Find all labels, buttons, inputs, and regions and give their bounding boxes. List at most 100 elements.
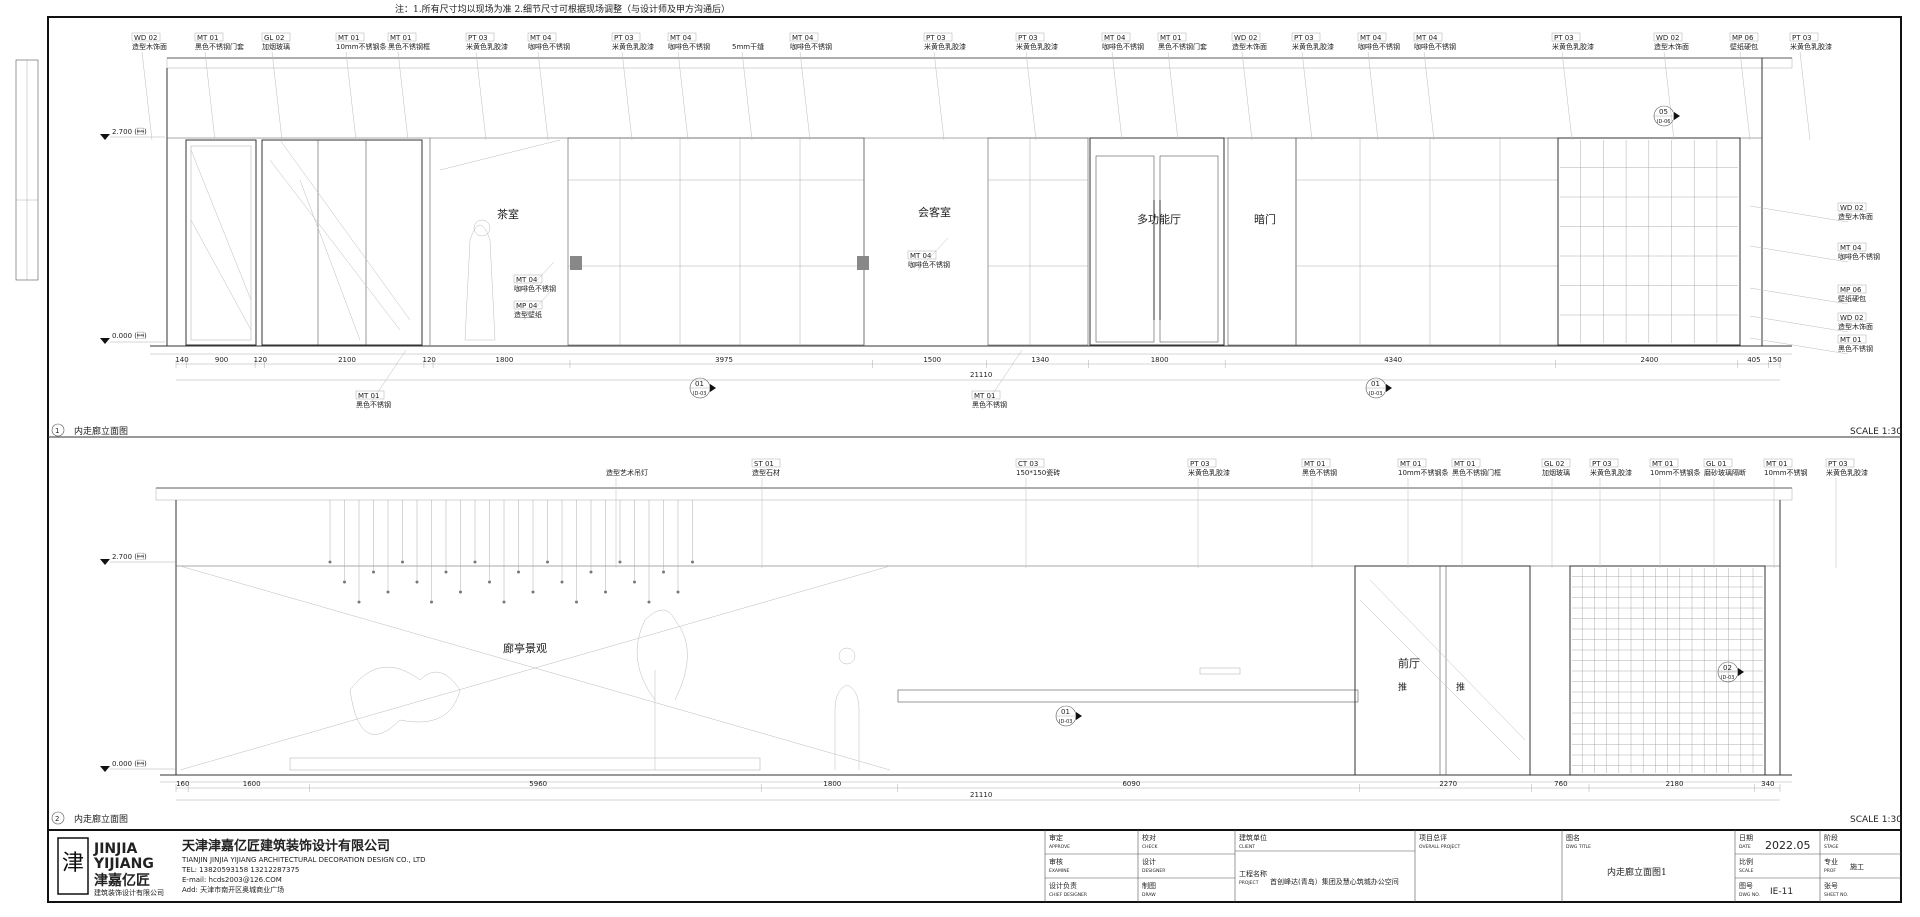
callout-e1-4-text: 黑色不锈钢框 (388, 42, 430, 51)
dim-e1-10: 4340 (1384, 356, 1402, 364)
svg-text:CLIENT: CLIENT (1239, 844, 1255, 850)
dim-e2-6: 760 (1554, 780, 1567, 788)
meeting-room-zone (857, 138, 869, 345)
company-logo: 津 JINJIA YIJIANG 津嘉亿匠 建筑装饰设计有限公司 (57, 837, 164, 897)
callout-e2-1-code: ST 01 (754, 460, 774, 468)
general-note: 注：1.所有尺寸均以现场为准 2.细节尺寸可根据现场调整（与设计师及甲方沟通后） (395, 3, 730, 15)
callout-e2-11-code: MT 01 (1766, 460, 1787, 468)
room-label-hidden-door: 暗门 (1254, 212, 1276, 226)
dim-e1-8: 1340 (1031, 356, 1049, 364)
callout-e1-19-text: 米黄色乳胶漆 (1552, 42, 1594, 51)
callout-e1-11-text: 米黄色乳胶漆 (924, 42, 966, 51)
callout-e1-9-text: 5mm干缝 (732, 42, 764, 51)
view-number: 1 (55, 427, 59, 435)
room-label-pavilion: 廊亭景观 (503, 641, 547, 655)
callout-e2-0: 造型艺术吊灯 (606, 468, 648, 568)
frosted-glass-partition (1569, 565, 1766, 776)
svg-text:PROF: PROF (1824, 868, 1836, 874)
svg-text:JINJIA: JINJIA (93, 841, 138, 857)
svg-text:DATE: DATE (1739, 844, 1751, 850)
svg-text:PROJECT: PROJECT (1239, 880, 1259, 886)
callout-side-0-text: 造型木饰面 (1838, 212, 1873, 221)
callout-e2-5-text: 10mm不锈钢条 (1398, 468, 1449, 477)
chief-label: 设计负责 (1049, 881, 1077, 890)
callout-e1-10-text: 咖啡色不锈钢 (790, 42, 832, 51)
date-value: 2022.05 (1765, 839, 1811, 852)
callout-e1-19-code: PT 03 (1554, 34, 1574, 42)
panel-wall-2 (987, 137, 1089, 346)
view-title: 内走廊立面图 (74, 425, 128, 437)
title-block: 津 JINJIA YIJIANG 津嘉亿匠 建筑装饰设计有限公司 天津津嘉亿匠建… (57, 830, 1901, 902)
dim-e1-2: 120 (254, 356, 267, 364)
callout-e2-0-text: 造型艺术吊灯 (606, 468, 648, 477)
date-label: 日期 (1739, 834, 1753, 842)
callout-e1-13-code: MT 04 (1104, 34, 1126, 42)
callout-e1-5-text: 米黄色乳胶漆 (466, 42, 508, 51)
front-hall-glass-door (1354, 565, 1531, 776)
callout-inner-0-code: MT 04 (516, 276, 538, 284)
dim-e2-7: 2180 (1666, 780, 1684, 788)
callout-e1-6-code: MT 04 (530, 34, 552, 42)
dim-e2-2: 5960 (529, 780, 547, 788)
callout-bottom-1-text: 黑色不锈钢 (972, 400, 1007, 409)
callout-e2-12-text: 米黄色乳胶漆 (1826, 468, 1868, 477)
svg-text:ID-03: ID-03 (1721, 675, 1735, 681)
dim-e1-7: 1500 (923, 356, 941, 364)
callout-e2-6-code: MT 01 (1454, 460, 1475, 468)
dim-e2-4: 6090 (1122, 780, 1140, 788)
dwg-title-label: 图名 (1566, 833, 1580, 842)
callout-e1-0-text: 造型木饰面 (132, 42, 167, 51)
scale-label: 比例 (1739, 857, 1753, 866)
company-email: E-mail: hcds2003@126.COM (182, 876, 282, 884)
project-label: 工程名称 (1239, 869, 1267, 878)
svg-text:CHIEF DESIGNER: CHIEF DESIGNER (1049, 892, 1087, 898)
callout-e2-7-code: GL 02 (1544, 460, 1564, 468)
callout-e1-16-code: PT 03 (1294, 34, 1314, 42)
binding-strip (15, 59, 39, 281)
callout-e1-21-code: MP 06 (1732, 34, 1754, 42)
callout-side-1-text: 咖啡色不锈钢 (1838, 252, 1880, 261)
panel-wall-3 (1295, 137, 1559, 346)
glass-partition (261, 139, 423, 346)
elevation-1: 2.700 () 0.000 () (51, 32, 1902, 437)
callout-e2-4-code: MT 01 (1304, 460, 1325, 468)
svg-text:DWG TITLE: DWG TITLE (1566, 844, 1591, 850)
callout-side-1-code: MT 04 (1840, 244, 1862, 252)
callout-e1-18-text: 咖啡色不锈钢 (1414, 42, 1456, 51)
callout-e1-21-text: 壁纸硬包 (1730, 42, 1758, 51)
stage-label: 阶段 (1824, 833, 1838, 842)
svg-text:YIJIANG: YIJIANG (93, 856, 154, 872)
svg-text:DRAW: DRAW (1142, 892, 1156, 898)
callout-e1-11-code: PT 03 (926, 34, 946, 42)
push-label-left: 推 (1398, 681, 1407, 693)
overall-label: 项目总评 (1419, 833, 1447, 842)
callout-e2-1-text: 造型石材 (752, 468, 780, 477)
wallpaper-grid-panel (1557, 137, 1741, 346)
prof-value: 施工 (1850, 862, 1864, 871)
svg-text:02: 02 (1723, 664, 1732, 672)
svg-text:津嘉亿匠: 津嘉亿匠 (94, 872, 150, 889)
callout-e2-5-code: MT 01 (1400, 460, 1421, 468)
